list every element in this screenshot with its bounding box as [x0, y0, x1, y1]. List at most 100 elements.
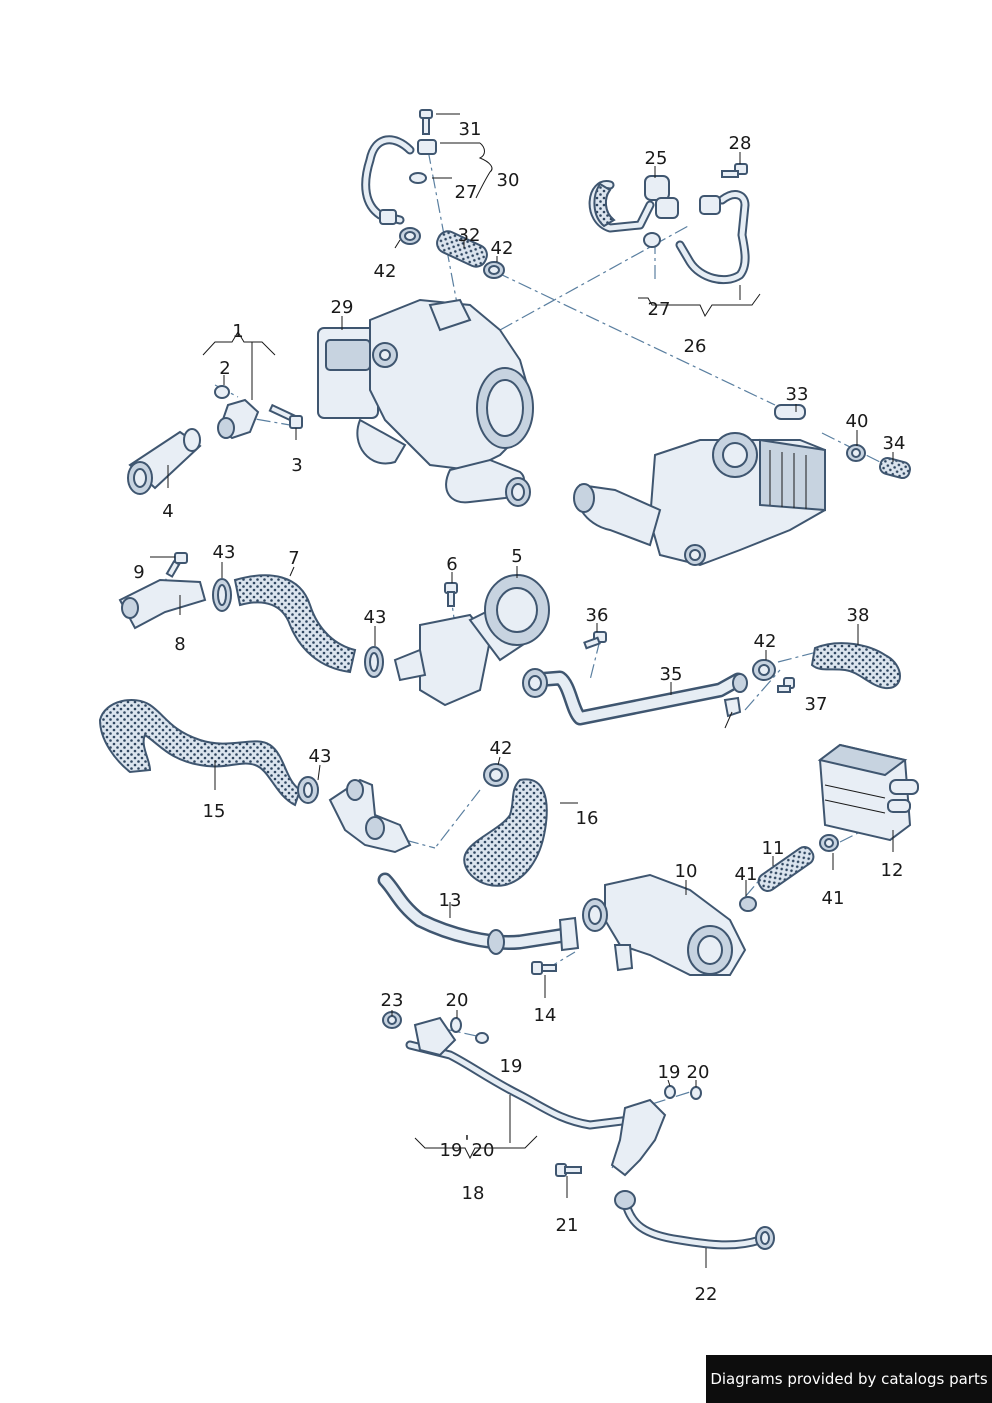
hose-11[interactable]	[755, 844, 816, 894]
turbocharger-29[interactable]	[317, 298, 534, 507]
label-10: 10	[675, 861, 698, 882]
label-33: 33	[786, 384, 809, 405]
clamp-42-right[interactable]	[483, 261, 505, 279]
label-36: 36	[586, 605, 609, 626]
seal-ring-19-right[interactable]	[664, 1085, 676, 1099]
clamp-41-right[interactable]	[819, 834, 839, 852]
callout-labels: 31 30 27 32 42 42 25 28 27 26 29 1 2 3 4…	[133, 119, 905, 1305]
hose-16[interactable]	[463, 778, 548, 887]
label-43-mid: 43	[364, 607, 387, 628]
leader-lines	[150, 113, 894, 1268]
clamp-43-left[interactable]	[212, 578, 232, 612]
coolant-line-26[interactable]	[588, 175, 750, 284]
label-20-bracket: 20	[472, 1140, 495, 1161]
bolt-14[interactable]	[531, 961, 557, 975]
label-41-left: 41	[735, 864, 758, 885]
hose-15[interactable]	[98, 699, 302, 807]
coolant-pipe-18[interactable]	[405, 1016, 667, 1177]
clamp-42-lower[interactable]	[483, 763, 509, 787]
hose-34[interactable]	[878, 456, 911, 480]
hose-32[interactable]	[434, 228, 490, 270]
bolt-3[interactable]	[268, 403, 303, 429]
label-19-right: 19	[658, 1062, 681, 1083]
label-2: 2	[219, 358, 230, 379]
oil-supply-line-30[interactable]	[361, 135, 437, 225]
connector-1[interactable]	[217, 398, 260, 440]
label-18: 18	[462, 1183, 485, 1204]
label-42-top-left: 42	[374, 261, 397, 282]
label-22: 22	[695, 1284, 718, 1305]
bolt-6[interactable]	[444, 582, 458, 607]
label-29: 29	[331, 297, 354, 318]
label-31: 31	[459, 119, 482, 140]
label-separator: '	[465, 1132, 470, 1153]
label-25: 25	[645, 148, 668, 169]
clamp-42-left[interactable]	[399, 227, 421, 245]
label-35: 35	[660, 664, 683, 685]
label-14: 14	[534, 1005, 557, 1026]
assembly-lines	[159, 149, 889, 1169]
bolt-28[interactable]	[721, 163, 748, 178]
clamp-43-lower[interactable]	[297, 776, 319, 804]
label-19-bracket: 19	[440, 1140, 463, 1161]
seal-ring-20-right[interactable]	[690, 1086, 702, 1100]
label-41-right: 41	[822, 888, 845, 909]
oil-cooler-12[interactable]	[817, 743, 919, 842]
label-12: 12	[881, 860, 904, 881]
label-8: 8	[174, 634, 185, 655]
label-26: 26	[684, 336, 707, 357]
hose-22[interactable]	[614, 1190, 775, 1250]
clamp-43-mid[interactable]	[364, 646, 384, 678]
water-pump-10[interactable]	[582, 873, 747, 976]
label-42-top-right: 42	[491, 238, 514, 259]
label-6: 6	[446, 554, 457, 575]
label-27-right: 27	[648, 299, 671, 320]
seal-ring-27[interactable]	[409, 172, 427, 184]
label-5: 5	[511, 546, 522, 567]
hose-4[interactable]	[127, 428, 202, 495]
label-43-lower: 43	[309, 746, 332, 767]
label-20-left: 20	[446, 990, 469, 1011]
seal-ring-19[interactable]	[475, 1032, 489, 1044]
label-32: 32	[458, 225, 481, 246]
bolt-21[interactable]	[555, 1163, 582, 1177]
t-piece-connector[interactable]	[328, 778, 412, 854]
pipe-13[interactable]	[377, 872, 580, 955]
egr-cooler-33[interactable]	[573, 404, 826, 567]
label-16: 16	[576, 808, 599, 829]
label-13: 13	[439, 890, 462, 911]
seal-ring-2[interactable]	[214, 385, 230, 399]
bolt-9[interactable]	[165, 552, 188, 578]
seal-ring-27-right[interactable]	[643, 232, 661, 248]
label-23: 23	[381, 990, 404, 1011]
thermostat-housing-5[interactable]	[393, 574, 550, 707]
bolt-37[interactable]	[777, 677, 795, 693]
label-20-right: 20	[687, 1062, 710, 1083]
label-28: 28	[729, 133, 752, 154]
bolt-36[interactable]	[583, 631, 607, 650]
label-11: 11	[762, 838, 785, 859]
label-9: 9	[133, 562, 144, 583]
bolt-31[interactable]	[419, 109, 433, 135]
label-21: 21	[556, 1215, 579, 1236]
label-15: 15	[203, 801, 226, 822]
label-4: 4	[162, 501, 173, 522]
hose-38[interactable]	[810, 642, 901, 690]
footer-credit: Diagrams provided by catalogs parts	[706, 1355, 992, 1403]
label-3: 3	[291, 455, 302, 476]
label-43-top: 43	[213, 542, 236, 563]
hose-7[interactable]	[233, 574, 357, 674]
seal-ring-20[interactable]	[450, 1017, 462, 1033]
label-34: 34	[883, 433, 906, 454]
pipe-35[interactable]	[522, 668, 748, 726]
clamp-42-mid[interactable]	[752, 659, 776, 681]
label-30: 30	[497, 170, 520, 191]
label-37: 37	[805, 694, 828, 715]
label-42-lower: 42	[490, 738, 513, 759]
flange-8[interactable]	[118, 578, 207, 630]
clamp-40[interactable]	[846, 444, 866, 462]
label-40: 40	[846, 411, 869, 432]
clamp-41-left[interactable]	[739, 896, 757, 912]
